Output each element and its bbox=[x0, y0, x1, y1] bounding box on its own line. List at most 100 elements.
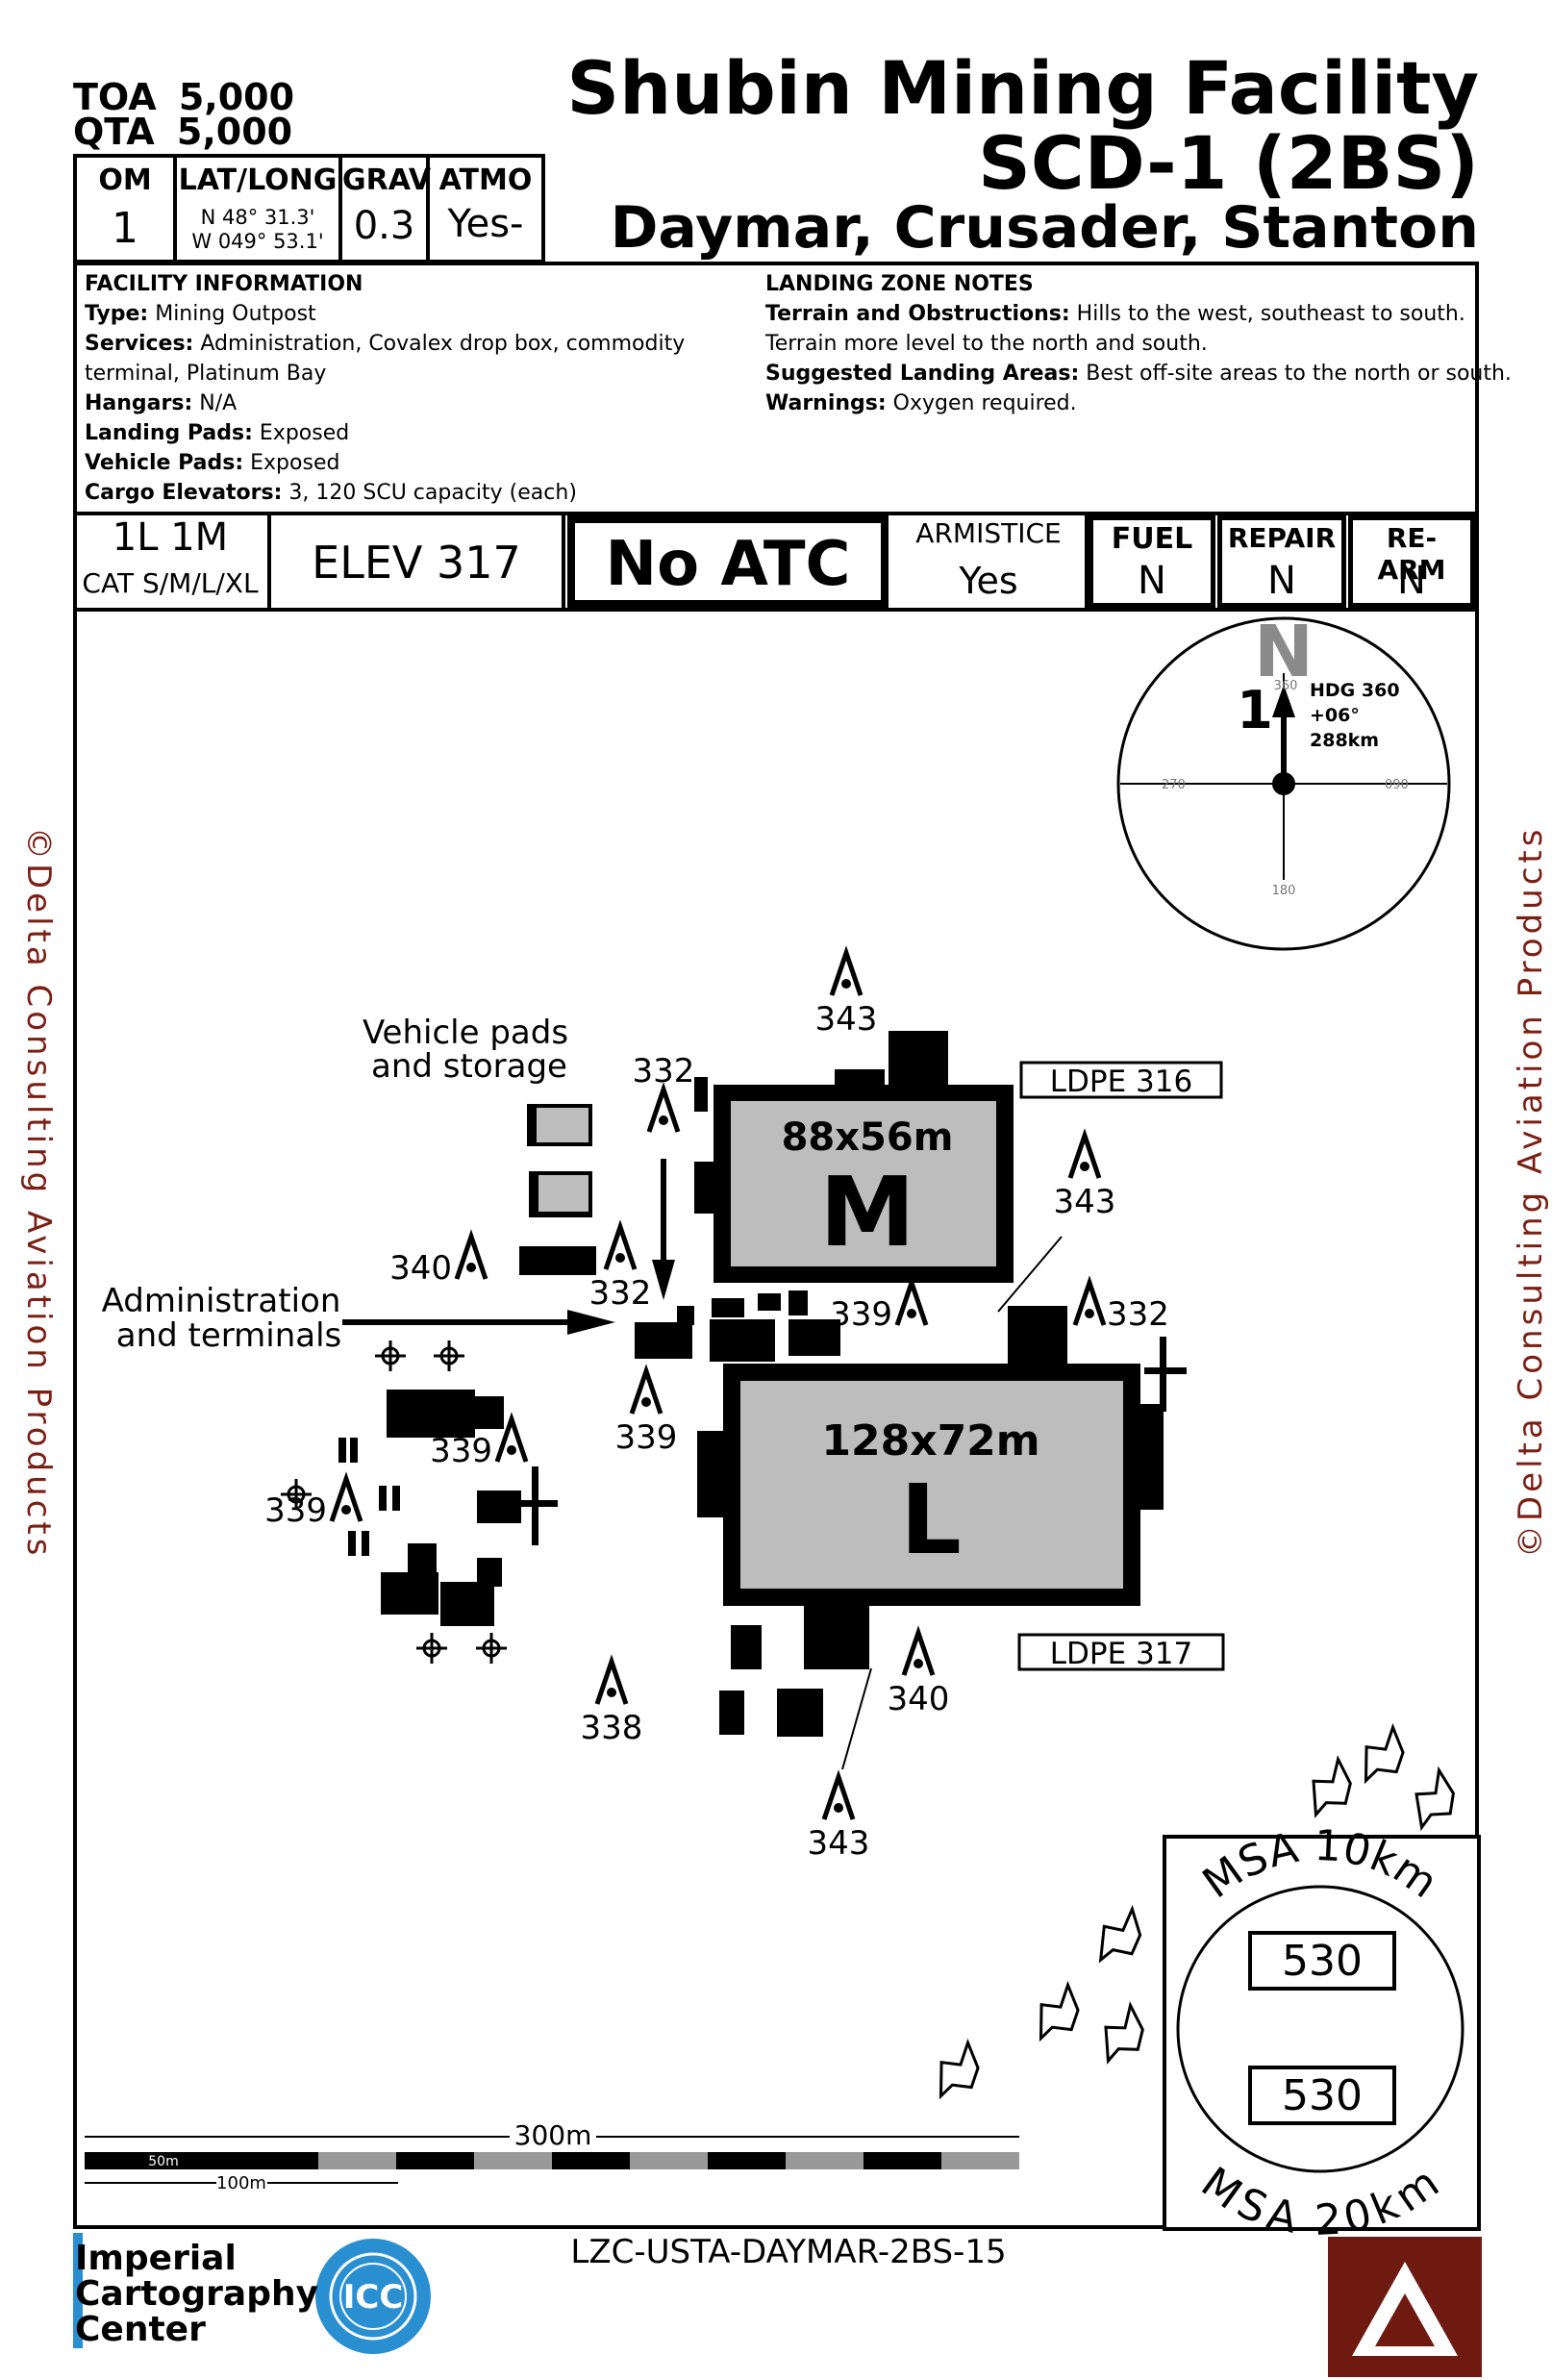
facility-info-line-text: Mining Outpost bbox=[148, 302, 316, 326]
obstacle-icon: 339 bbox=[830, 1275, 929, 1334]
om-label: OM bbox=[98, 163, 152, 197]
msa-bottom-box bbox=[1248, 2066, 1396, 2125]
obstacle-elevation: 339 bbox=[830, 1295, 892, 1334]
pad-l-block bbox=[697, 1431, 726, 1517]
facility-info-line-label: Hangars: bbox=[85, 391, 193, 415]
scale-segment bbox=[864, 2152, 941, 2169]
pad-m-size: 88x56m bbox=[782, 1115, 954, 1160]
lz-notes-line: Terrain more level to the north and sout… bbox=[765, 329, 1512, 359]
scale-mid: 100m bbox=[216, 2173, 266, 2193]
repair-cell: REPAIR N bbox=[1217, 515, 1346, 608]
rearm-value: N bbox=[1397, 559, 1426, 603]
compass-marker: 1 bbox=[1237, 680, 1273, 740]
terrain-chevron-icon bbox=[1039, 1980, 1080, 2042]
pads-category: CAT S/M/L/XL bbox=[82, 567, 259, 599]
terrain-markers bbox=[939, 1722, 1455, 2100]
pad-l-building bbox=[789, 1319, 840, 1356]
crosshair-markers bbox=[281, 1340, 507, 1664]
compass-rose: N 1 360 270 090 180 HDG 360 +06° 288km bbox=[1116, 611, 1451, 951]
grav-value: 0.3 bbox=[353, 204, 415, 248]
terrain-chevron-icon bbox=[1414, 1766, 1455, 1832]
pad-l-building bbox=[804, 1604, 869, 1669]
scale-segment bbox=[85, 2152, 163, 2169]
elev-cell: ELEV 317 bbox=[271, 512, 565, 612]
lz-notes-line: Warnings: Oxygen required. bbox=[765, 388, 1512, 418]
obstacle-elevation: 340 bbox=[389, 1249, 452, 1288]
obstacle-elevation: 343 bbox=[808, 1824, 870, 1863]
building bbox=[712, 1298, 744, 1317]
seal-outer bbox=[315, 2239, 431, 2354]
lz-notes-line-text: Hills to the west, southeast to south. bbox=[1069, 302, 1465, 326]
facility-info-line-text: 3, 120 SCU capacity (each) bbox=[282, 481, 577, 505]
atc-cell: No ATC bbox=[567, 515, 889, 608]
pad-l-complex: 128x72m L LDPE 317 bbox=[697, 1306, 1225, 1737]
fuel-label: FUEL bbox=[1111, 522, 1193, 556]
facility-info-line-label: Vehicle Pads: bbox=[85, 451, 244, 475]
qta-label: QTA bbox=[73, 111, 155, 153]
scale-main: 300m bbox=[514, 2119, 592, 2151]
west-building bbox=[477, 1558, 502, 1587]
copyright-left: ©Delta Consulting Aviation Products bbox=[19, 827, 58, 1560]
facility-info-line: Landing Pads: Exposed bbox=[85, 418, 685, 448]
long-value: W 049° 53.1' bbox=[191, 230, 324, 253]
terrain-chevron-icon bbox=[1364, 1722, 1405, 1785]
tick-360: 360 bbox=[1274, 679, 1298, 693]
crosshair-icon bbox=[416, 1633, 447, 1664]
obstacle-elevation: 339 bbox=[615, 1418, 678, 1457]
brand-logo bbox=[1328, 2237, 1482, 2377]
obstacle-elevation: 343 bbox=[815, 1000, 878, 1039]
document-id: LZC-USTA-DAYMAR-2BS-15 bbox=[570, 2233, 1007, 2271]
scale-segment bbox=[941, 2152, 1019, 2169]
seal-ring bbox=[329, 2252, 417, 2341]
lz-notes-line-text: Oxygen required. bbox=[886, 391, 1077, 415]
brand-triangle-inner bbox=[1375, 2293, 1435, 2346]
lz-notes-line: Suggested Landing Areas: Best off-site a… bbox=[765, 359, 1512, 388]
logo-line-3: Center bbox=[75, 2310, 206, 2349]
vehicle-pad-1 bbox=[537, 1108, 588, 1142]
msa-circle bbox=[1176, 1885, 1464, 2173]
obstacle-elevation: 339 bbox=[430, 1432, 492, 1470]
vehicle-pads bbox=[519, 1104, 596, 1275]
west-building bbox=[408, 1543, 437, 1576]
rearm-cell: RE-ARM N bbox=[1348, 515, 1475, 608]
scale-segment bbox=[708, 2152, 786, 2169]
west-post bbox=[379, 1486, 387, 1511]
facility-info-line-label: Landing Pads: bbox=[85, 421, 253, 445]
obstacle-icon: 332 bbox=[589, 1219, 651, 1313]
arrows bbox=[342, 1159, 1063, 1770]
qta-line: QTA 5,000 bbox=[73, 113, 292, 150]
facility-info-line: Hangars: N/A bbox=[85, 388, 685, 418]
facility-info-line: Cargo Elevators: 3, 120 SCU capacity (ea… bbox=[85, 478, 685, 508]
obstacle-elevation: 340 bbox=[888, 1680, 950, 1718]
crosshair-icon bbox=[434, 1340, 464, 1371]
tick-180: 180 bbox=[1272, 884, 1296, 898]
scale-segment bbox=[630, 2152, 708, 2169]
scale-segments bbox=[85, 2152, 1019, 2169]
leader-line bbox=[997, 1236, 1063, 1313]
pad-l-size: 128x72m bbox=[821, 1416, 1039, 1466]
pad-l-block bbox=[1135, 1404, 1164, 1510]
obstacle-elevation: 343 bbox=[1054, 1183, 1116, 1221]
armistice-cell: ARMISTICE Yes bbox=[892, 512, 1089, 612]
ldpe-m: LDPE 316 bbox=[1050, 1065, 1192, 1099]
facility-info-line-label: Cargo Elevators: bbox=[85, 481, 283, 505]
scale-segment bbox=[318, 2152, 396, 2169]
obstacle-icon: 340 bbox=[888, 1625, 950, 1718]
icc-seal: ICC bbox=[315, 2239, 431, 2354]
terrain-chevron-icon bbox=[1312, 1755, 1352, 1818]
vertical-arrow-head bbox=[652, 1260, 675, 1300]
lz-notes-heading: LANDING ZONE NOTES bbox=[765, 272, 1034, 296]
lz-notes-line-label: Suggested Landing Areas: bbox=[765, 362, 1080, 386]
lz-notes-line-text: Terrain more level to the north and sout… bbox=[765, 332, 1208, 356]
pad-m-letter: M bbox=[819, 1156, 915, 1268]
vehicle-pad-2 bbox=[538, 1175, 588, 1212]
pad-m-block bbox=[694, 1077, 708, 1112]
lz-notes-line: Terrain and Obstructions: Hills to the w… bbox=[765, 299, 1512, 329]
seal-ring-inner bbox=[339, 2263, 407, 2330]
west-structures bbox=[338, 1337, 1187, 1626]
west-post bbox=[515, 1500, 558, 1507]
tick-090: 090 bbox=[1385, 778, 1409, 792]
logo-accent-bar bbox=[73, 2233, 83, 2348]
ldpe-l: LDPE 317 bbox=[1050, 1637, 1192, 1671]
